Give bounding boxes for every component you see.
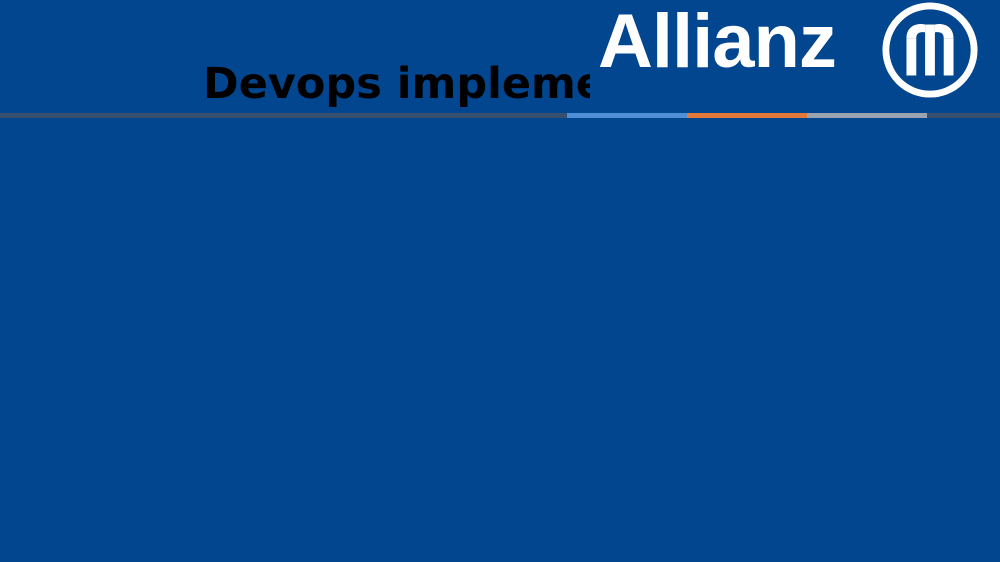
header-accent-gray [807, 113, 927, 118]
allianz-emblem-icon [882, 2, 978, 98]
allianz-logo: Allianz [590, 0, 990, 102]
logo-wordmark: Allianz [598, 0, 837, 84]
header-accent-blue [567, 113, 687, 118]
header-accent-orange [687, 113, 807, 118]
header-rule [0, 113, 1000, 118]
